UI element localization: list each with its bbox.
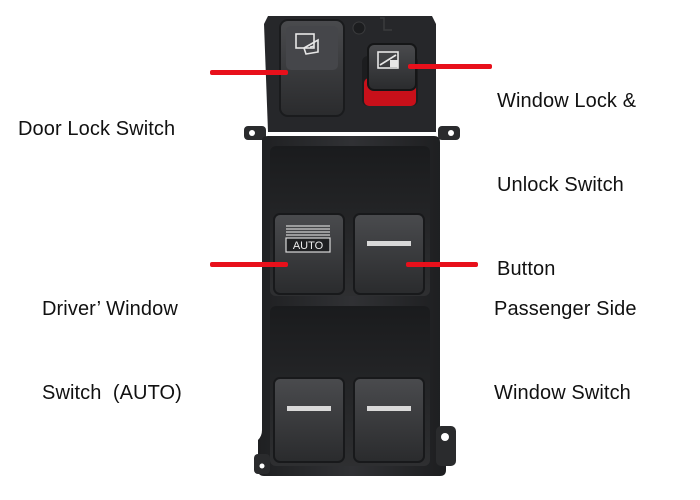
passenger-window-switch-label: Passenger Side Window Switch xyxy=(494,239,637,435)
door-ajar-icon xyxy=(295,33,319,55)
rear-right-window-switch[interactable] xyxy=(353,377,425,463)
label-line: Button xyxy=(497,258,556,280)
driver-window-switch[interactable]: AUTO xyxy=(273,213,345,295)
label-line: Window Switch xyxy=(494,382,631,404)
label-line: Unlock Switch xyxy=(497,174,624,196)
door-lock-callout-line xyxy=(210,70,288,75)
driver-window-callout-line xyxy=(210,262,288,267)
window-marker xyxy=(367,241,411,246)
driver-window-switch-label: Driver’ Window Switch (AUTO) xyxy=(42,239,182,435)
label-line: Door Lock Switch xyxy=(18,118,176,140)
window-marker xyxy=(367,406,411,411)
door-lock-switch-label: Door Lock Switch xyxy=(18,59,175,171)
label-line: Passenger Side xyxy=(494,298,637,320)
upper-housing xyxy=(244,16,460,140)
auto-badge: AUTO xyxy=(285,225,331,253)
label-line: Driver’ Window xyxy=(42,298,178,320)
window-lock-switch-label: Window Lock & Unlock Switch Button xyxy=(497,31,636,311)
label-line: Window Lock & xyxy=(497,90,637,112)
window-lock-switch[interactable] xyxy=(362,43,418,106)
window-marker xyxy=(287,406,331,411)
door-lock-switch[interactable] xyxy=(279,19,345,117)
window-lock-callout-line xyxy=(408,64,492,69)
passenger-window-switch[interactable] xyxy=(353,213,425,295)
label-line: Switch (AUTO) xyxy=(42,382,182,404)
auto-label: AUTO xyxy=(293,240,324,252)
passenger-window-callout-line xyxy=(406,262,478,267)
rear-left-window-switch[interactable] xyxy=(273,377,345,463)
window-lock-icon xyxy=(377,51,399,69)
